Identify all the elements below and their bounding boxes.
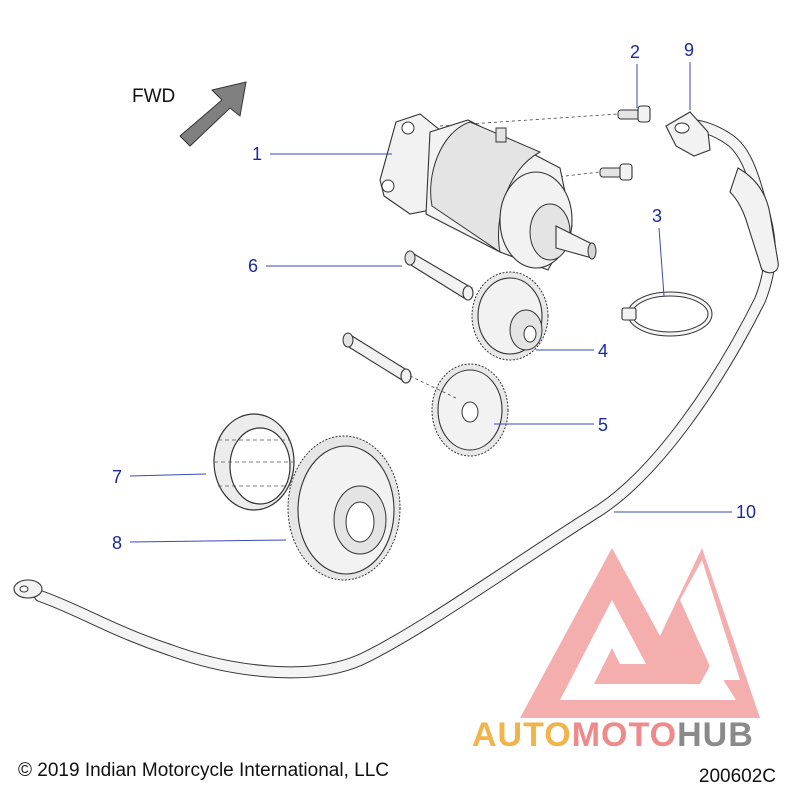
leader-7 xyxy=(129,473,207,477)
callout-7: 7 xyxy=(112,467,122,487)
watermark-logo-icon xyxy=(520,548,760,718)
callout-4: 4 xyxy=(598,341,608,361)
copyright-text: © 2019 Indian Motorcycle International, … xyxy=(18,760,389,781)
gear-part-4 xyxy=(471,271,549,361)
diagram-code: 200602C xyxy=(698,766,776,787)
pin-part-lower xyxy=(342,332,412,384)
callout-3: 3 xyxy=(652,206,662,226)
brand-part-hub: HUB xyxy=(677,716,754,754)
forward-arrow-icon xyxy=(179,81,247,147)
clutch-part-7 xyxy=(213,413,295,511)
pin-part-6 xyxy=(404,250,474,301)
bolt-part-2-upper xyxy=(617,105,651,123)
clamp-part-3 xyxy=(621,291,713,337)
leader-3 xyxy=(658,227,665,297)
bolt-part-2-lower xyxy=(599,163,633,181)
callout-8: 8 xyxy=(112,533,122,553)
watermark-brand-text: AUTOMOTOHUB xyxy=(472,716,754,755)
fwd-label: FWD xyxy=(132,86,175,107)
callout-9: 9 xyxy=(684,40,694,60)
brand-part-auto: AUTO xyxy=(472,716,572,754)
terminal-part-9 xyxy=(665,111,711,157)
callout-6: 6 xyxy=(248,256,258,276)
callout-10: 10 xyxy=(736,502,756,522)
starter-motor-part-1 xyxy=(379,113,597,271)
callout-1: 1 xyxy=(252,144,262,164)
callout-2: 2 xyxy=(630,42,640,62)
pin-to-gear-path xyxy=(409,375,457,399)
gear-part-5 xyxy=(431,363,509,457)
gear-part-8 xyxy=(287,435,401,581)
brand-part-moto: MOTO xyxy=(571,716,678,754)
leader-8 xyxy=(129,539,287,543)
callout-5: 5 xyxy=(598,415,608,435)
cable-part-10 xyxy=(13,119,779,679)
